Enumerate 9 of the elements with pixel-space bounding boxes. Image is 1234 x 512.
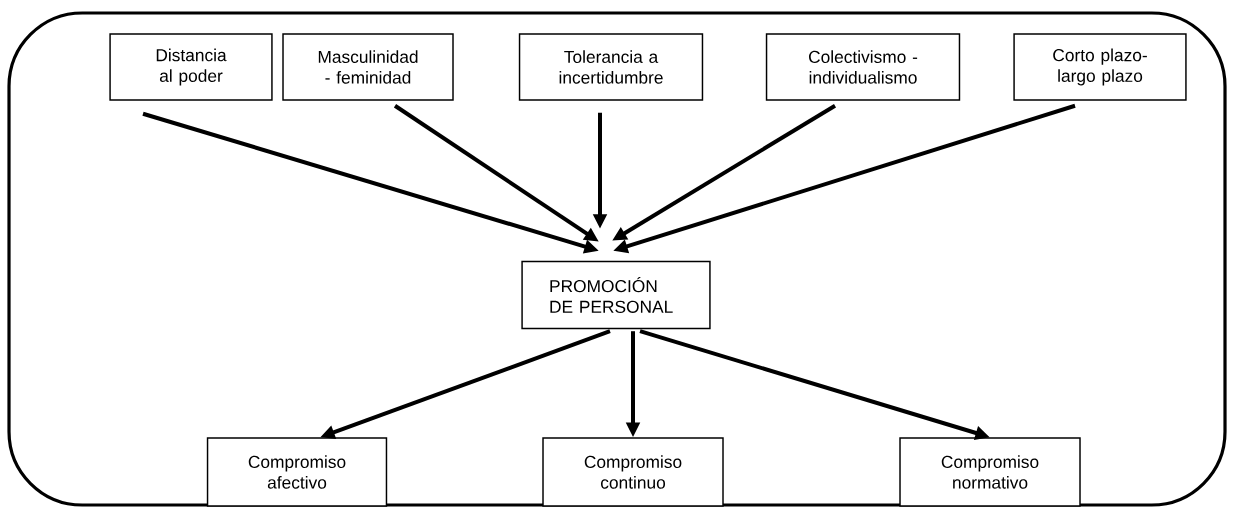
box: Masculinidad - feminidad [282,33,454,101]
box: Compromiso normativo [899,437,1081,507]
box: Corto plazo- largo plazo [1013,33,1187,101]
box: Tolerancia a incertidumbre [518,33,704,101]
box: Distancia al poder [109,33,273,101]
box: PROMOCIÓN DE PERSONAL [521,260,711,330]
box: Colectivismo - individualismo [765,33,961,101]
box: Compromiso continuo [542,437,724,507]
box: Compromiso afectivo [206,437,388,507]
